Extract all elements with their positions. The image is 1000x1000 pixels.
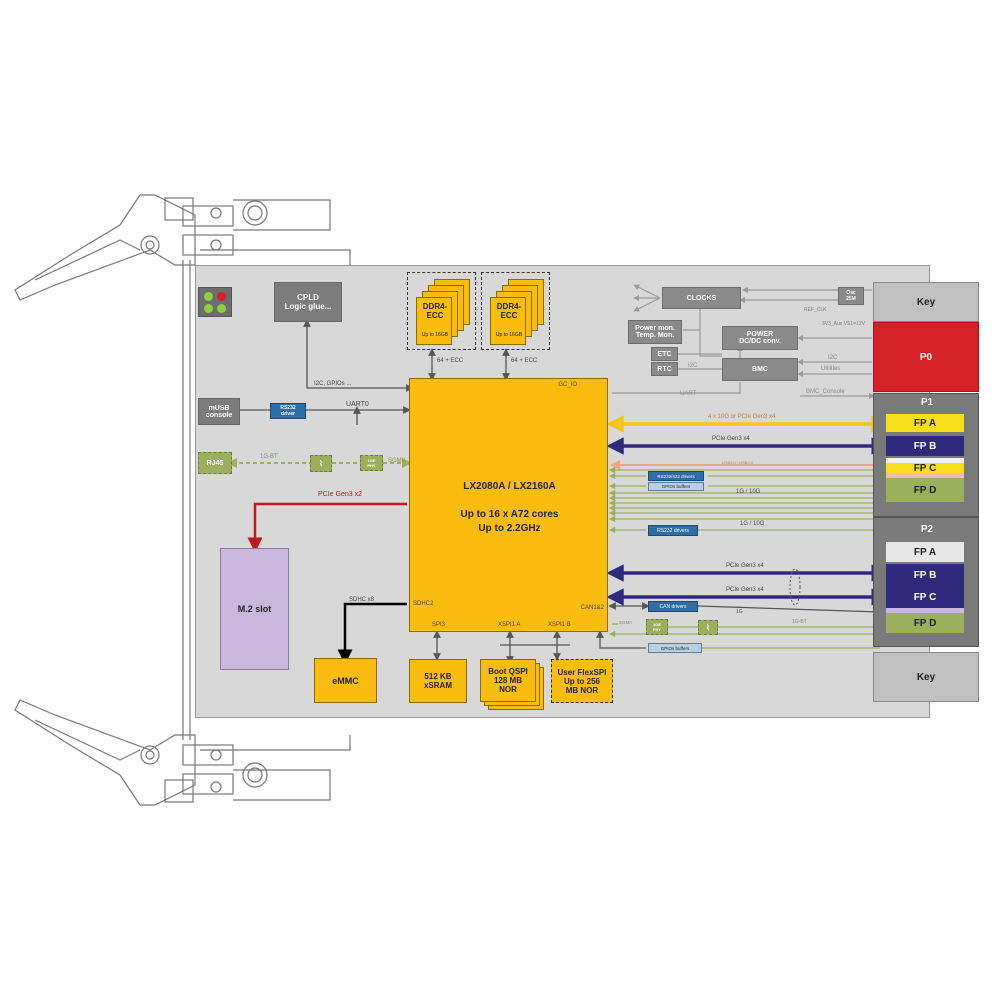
soc-title: LX2080A / LX2160A	[463, 481, 556, 492]
key-bottom: Key	[873, 652, 979, 702]
ddr-chip-stack: DDR4- ECC Up to 16GB	[490, 297, 526, 345]
p2-can-block: CAN drivers	[648, 601, 698, 612]
p1-rs232-block: RS232/422 drivers	[648, 471, 704, 481]
eth-phy-block: 1GE PHY	[360, 455, 383, 471]
i2c-label-bp: I2C	[828, 355, 838, 361]
p2-gpio-block: GPIOs buffers	[648, 643, 702, 653]
p2-fp-c-strip	[886, 608, 964, 613]
gc-io-label: GC_IO	[558, 382, 577, 388]
clocks-block: CLOCKS	[662, 287, 741, 309]
power-block: POWER DC/DC conv.	[722, 326, 798, 350]
osc-block: Osc 25M	[838, 287, 864, 305]
p1-usb-label: USB3.0 / USB2.0	[722, 460, 753, 465]
cpld-block: CPLD Logic glue...	[274, 282, 342, 322]
ddr-sub: Up to 16GB	[495, 332, 523, 338]
sdhc-bus-label: SDHC x8	[349, 597, 375, 603]
p2-phy-block: 1GE PHY	[646, 619, 668, 635]
utilities-label: Utilities	[821, 366, 841, 372]
bmc-block: BMC	[722, 358, 798, 381]
ddr-group-2: DDR4- ECC Up to 16GB	[481, 272, 550, 350]
ddr2-bus-label: 64 + ECC	[511, 358, 538, 364]
p1-connector: P1 FP A FP B FP C FP D	[873, 393, 979, 517]
p2-bus-c-label: PCIe Gen3 x4	[726, 587, 764, 593]
rs232-driver-block: RS232 driver	[270, 403, 306, 419]
ddr-label: DDR4- ECC	[422, 302, 448, 320]
p2-title: P2	[920, 524, 934, 535]
soc-cores: Up to 16 x A72 cores	[460, 509, 559, 520]
p0-connector: P0	[873, 322, 979, 392]
bmc-console-label: BMC_Console	[806, 389, 845, 395]
p2-can-1g-label: 1G	[736, 609, 743, 615]
p1-fp-c-strip	[886, 458, 964, 463]
sdhc2-label: SDHC2	[413, 601, 434, 607]
p1-bus-b-label: PCIe Gen3 x4	[712, 436, 750, 442]
rtc-block: RTC	[651, 362, 678, 376]
p1-fp-d: FP D	[886, 478, 964, 502]
ddr-group-1: DDR4- ECC Up to 16GB	[407, 272, 476, 350]
eth-bt-label: 1G-BT	[260, 454, 278, 460]
p2-bus-b-label: PCIe Gen3 x4	[726, 563, 764, 569]
p1-bus-a-label: 4 x 10G or PCIe Gen3 x4	[708, 414, 776, 420]
led-icon	[204, 304, 213, 313]
m2-slot-block: M.2 slot	[220, 548, 289, 670]
status-leds	[198, 287, 232, 317]
p1-title: P1	[920, 397, 934, 408]
key-top: Key	[873, 282, 979, 322]
p2-magnetics-icon: ⌇	[698, 620, 718, 635]
p2-bt-label: 1G-BT	[792, 619, 807, 625]
soc-block: GC_IO LX2080A / LX2160A Up to 16 x A72 c…	[409, 378, 608, 632]
i2c-label-mgmt: I2C	[688, 363, 698, 369]
led-icon	[217, 304, 226, 313]
p2-fp-d: FP D	[886, 613, 964, 633]
p2-fp-b: FP B	[886, 564, 964, 586]
usb-console-block: mUSB console	[198, 398, 240, 425]
p1-bus-d2-label: 1G / 10G	[740, 521, 765, 527]
p1-fp-a: FP A	[886, 414, 964, 432]
emmc-block: eMMC	[314, 658, 377, 703]
user-flexspi-block: User FlexSPI Up to 256 MB NOR	[551, 659, 613, 703]
ref-clk-label: REF_CLK	[804, 307, 827, 313]
ddr-chip-stack: DDR4- ECC Up to 16GB	[416, 297, 452, 345]
xspi1b-label: XSPI1 B	[548, 622, 571, 628]
cpld-bus-label: I2C, GPIOs ...	[314, 381, 352, 387]
p2-fp-c: FP C	[886, 586, 964, 608]
aux-label: 3V3_Aux VS1=12V	[822, 321, 865, 327]
etc-block: ETC	[651, 347, 678, 361]
p1-fp-b: FP B	[886, 436, 964, 456]
p1-fp-c-strip2	[886, 473, 964, 478]
xspi1a-label: XSPI1 A	[498, 622, 521, 628]
p1-gpio-block: GPIOs buffers	[648, 482, 704, 491]
led-icon	[217, 292, 226, 301]
rj45-block: RJ45	[198, 452, 232, 474]
p1-fp-c: FP C	[886, 463, 964, 474]
p2-connector: P2 FP A FP B FP C FP D	[873, 517, 979, 647]
p1-bus-d-label: 1G / 10G	[736, 489, 761, 495]
magnetics-icon: ⌇	[310, 455, 332, 472]
uart-label: UART	[680, 391, 697, 397]
soc-freq: Up to 2.2GHz	[478, 523, 541, 534]
boot-qspi-block: Boot QSPI 128 MB NOR	[480, 659, 536, 702]
eth-sgmii-label: SGMII	[388, 458, 406, 464]
power-mon-block: Power mon. Temp. Mon.	[628, 320, 682, 344]
led-icon	[204, 292, 213, 301]
p2-sgmii-label: SGMII	[619, 620, 632, 625]
ddr1-bus-label: 64 + ECC	[437, 358, 464, 364]
p2-fp-a: FP A	[886, 542, 964, 562]
uart0-label: UART0	[346, 401, 369, 408]
can12-label: CAN1&2	[580, 605, 604, 611]
m2-bus-label: PCIe Gen3 x2	[318, 491, 362, 498]
p1-rs232b-block: RS232 drivers	[648, 525, 698, 536]
xsram-block: 512 KB xSRAM	[409, 659, 467, 703]
ddr-label: DDR4- ECC	[496, 302, 522, 320]
spi3-label: SPI3	[432, 622, 446, 628]
ddr-sub: Up to 16GB	[421, 332, 449, 338]
